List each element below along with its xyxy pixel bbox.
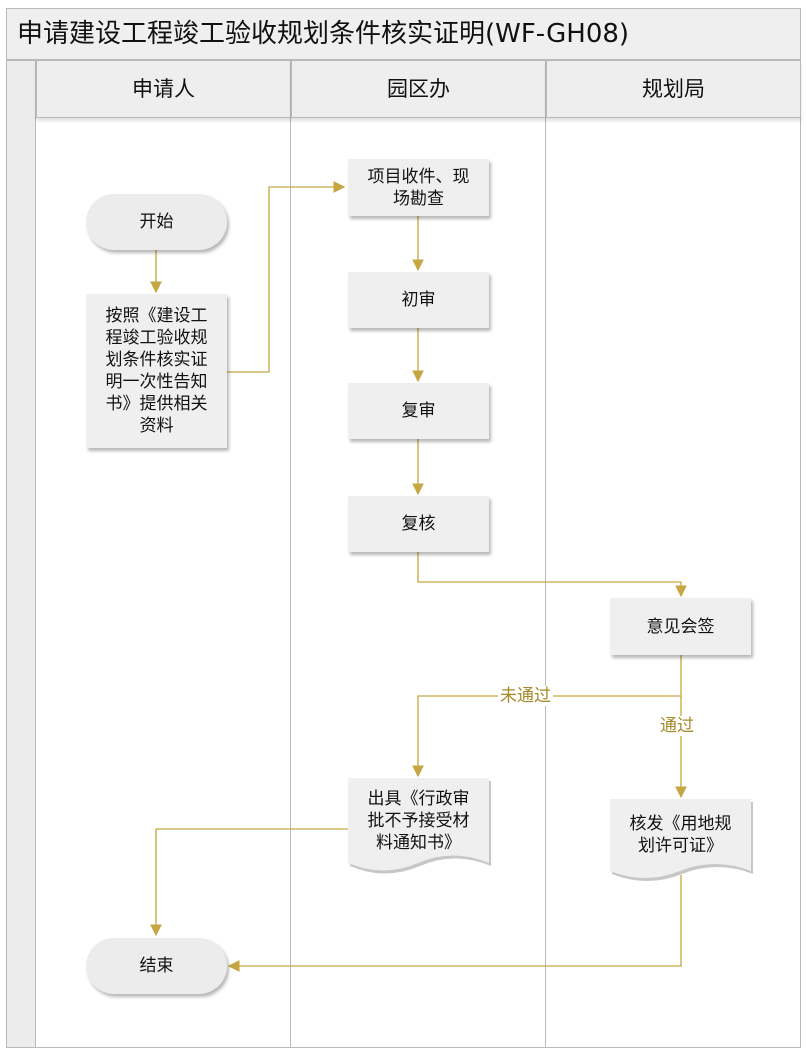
lane-body-park-office: [291, 118, 546, 1048]
edge-submit-to-receive: [227, 181, 346, 373]
document-shape: [348, 778, 491, 874]
countersign-label: 意见会签: [646, 616, 715, 637]
start-node: 开始: [86, 194, 227, 250]
reject-notice-node: 出具《行政审 批不予接受材 料通知书》: [348, 778, 491, 878]
lane-body-applicant: [36, 118, 291, 1048]
end-node: 结束: [86, 938, 227, 994]
first-review-node: 初审: [348, 272, 489, 328]
edge-reject-to-end: [150, 828, 348, 937]
edge-label-passed: 通过: [658, 716, 696, 736]
first-review-label: 初审: [401, 290, 436, 310]
lane-body-planning-bureau: [546, 118, 801, 1048]
lane-header-planning-bureau: 规划局: [546, 60, 801, 118]
receive-survey-node: 项目收件、现 场勘查: [348, 159, 489, 216]
document-shape: [610, 799, 753, 881]
submit-materials-label: 按照《建设工 程竣工验收规 划条件核实证 明一次性告知 书》提供相关 资料: [105, 306, 208, 436]
edge-countersign-to-reject: [412, 655, 682, 778]
edge-recheck-to-countersign: [417, 552, 687, 598]
end-node-label: 结束: [139, 956, 174, 976]
second-review-label: 复审: [401, 401, 436, 421]
issue-permit-node: 核发《用地规 划许可证》: [610, 799, 753, 885]
submit-materials-node: 按照《建设工 程竣工验收规 划条件核实证 明一次性告知 书》提供相关 资料: [86, 294, 227, 448]
diagram-bottom-border: [6, 1047, 801, 1048]
receive-survey-label: 项目收件、现 场勘查: [367, 166, 470, 209]
reject-notice-label: 出具《行政审 批不予接受材 料通知书》: [367, 789, 470, 853]
page-title: 申请建设工程竣工验收规划条件核实证明(WF-GH08): [6, 8, 801, 60]
recheck-label: 复核: [401, 514, 436, 534]
lane-header-park-office: 园区办: [291, 60, 546, 118]
countersign-node: 意见会签: [610, 598, 751, 655]
edge-label-rejected: 未通过: [498, 686, 553, 706]
recheck-node: 复核: [348, 496, 489, 552]
issue-permit-label: 核发《用地规 划许可证》: [629, 814, 732, 856]
start-node-label: 开始: [139, 212, 174, 232]
second-review-node: 复审: [348, 383, 489, 439]
edge-permit-to-end: [227, 875, 682, 972]
lane-header-applicant: 申请人: [36, 60, 291, 118]
